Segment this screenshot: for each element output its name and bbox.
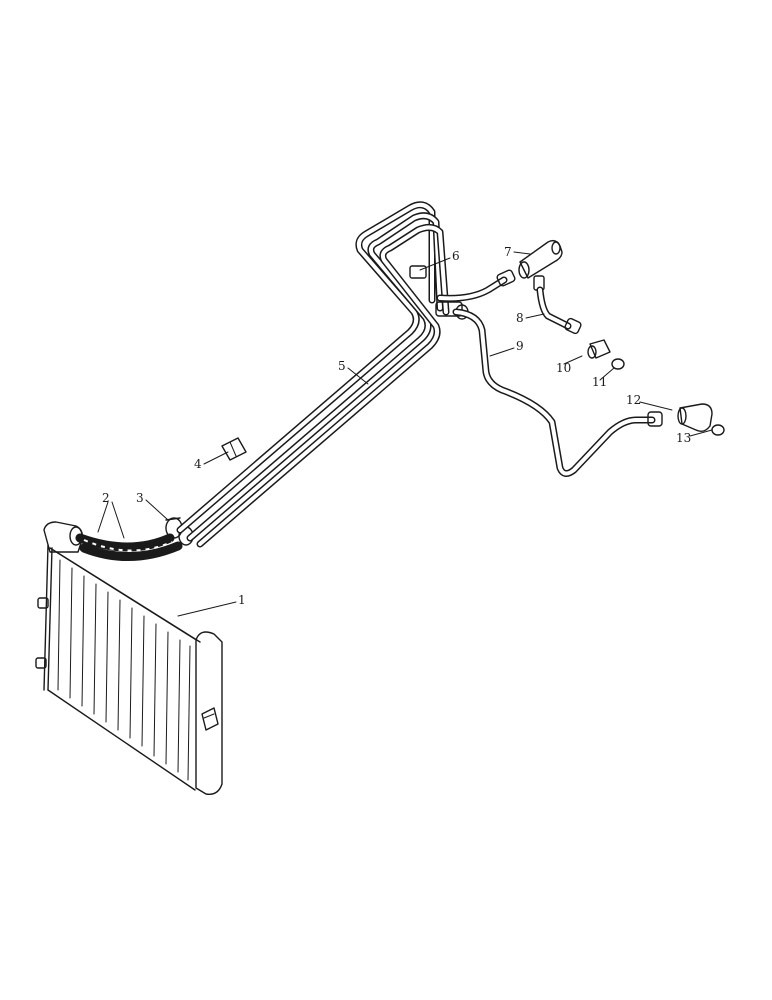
short-pipe [536,286,582,335]
oil-cooler [35,521,223,795]
tube-6 [436,269,516,302]
manifold-block [409,265,469,320]
callout-4: 4 [194,457,202,471]
adapter [587,339,611,359]
callout-2: 2 [102,491,110,505]
callout-1: 1 [238,593,246,607]
bracket [221,437,247,461]
callout-12: 12 [626,393,641,407]
callout-8: 8 [516,311,524,325]
callout-13: 13 [676,431,691,445]
elbow-fitting [677,403,713,433]
o-ring-11 [611,358,625,370]
callout-11: 11 [592,375,607,389]
o-ring-13 [711,424,725,436]
callout-5: 5 [338,359,346,373]
callout-9: 9 [516,339,524,353]
callout-7: 7 [504,245,512,259]
callout-labels: 1 2 3 4 5 6 7 8 9 10 11 12 13 [102,245,691,607]
tee-fitting [518,239,563,291]
callout-3: 3 [136,491,144,505]
return-pipe [452,308,663,477]
hose-assembly [75,533,183,561]
callout-10: 10 [556,361,571,375]
long-tubes [176,201,450,548]
leader-lines [97,251,713,617]
callout-6: 6 [452,249,460,263]
